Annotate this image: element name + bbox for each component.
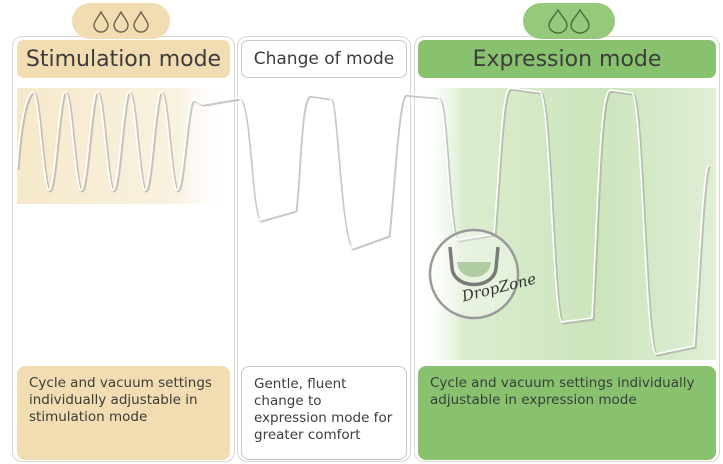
dropzone-logo-icon — [428, 228, 520, 320]
stimulation-description: Cycle and vacuum settings individually a… — [17, 366, 230, 460]
stimulation-mode-title: Stimulation mode — [17, 40, 230, 78]
drop-icon — [93, 10, 109, 33]
waveform-line — [16, 87, 709, 355]
drop-icon — [570, 8, 590, 34]
stimulation-drops — [72, 3, 170, 39]
drop-icons — [548, 8, 590, 34]
change-of-mode-title: Change of mode — [241, 40, 407, 78]
drop-icon — [113, 10, 129, 33]
drop-icons — [93, 10, 149, 33]
drop-icon — [548, 8, 568, 34]
expression-description: Cycle and vacuum settings individually a… — [418, 366, 716, 460]
expression-mode-title: Expression mode — [418, 40, 716, 78]
drop-icon — [133, 10, 149, 33]
change-column — [237, 36, 411, 462]
waveform-shadow — [17, 88, 711, 357]
change-description: Gentle, fluent change to expression mode… — [241, 366, 407, 460]
expression-drops — [523, 3, 615, 39]
expression-shade — [418, 88, 716, 360]
